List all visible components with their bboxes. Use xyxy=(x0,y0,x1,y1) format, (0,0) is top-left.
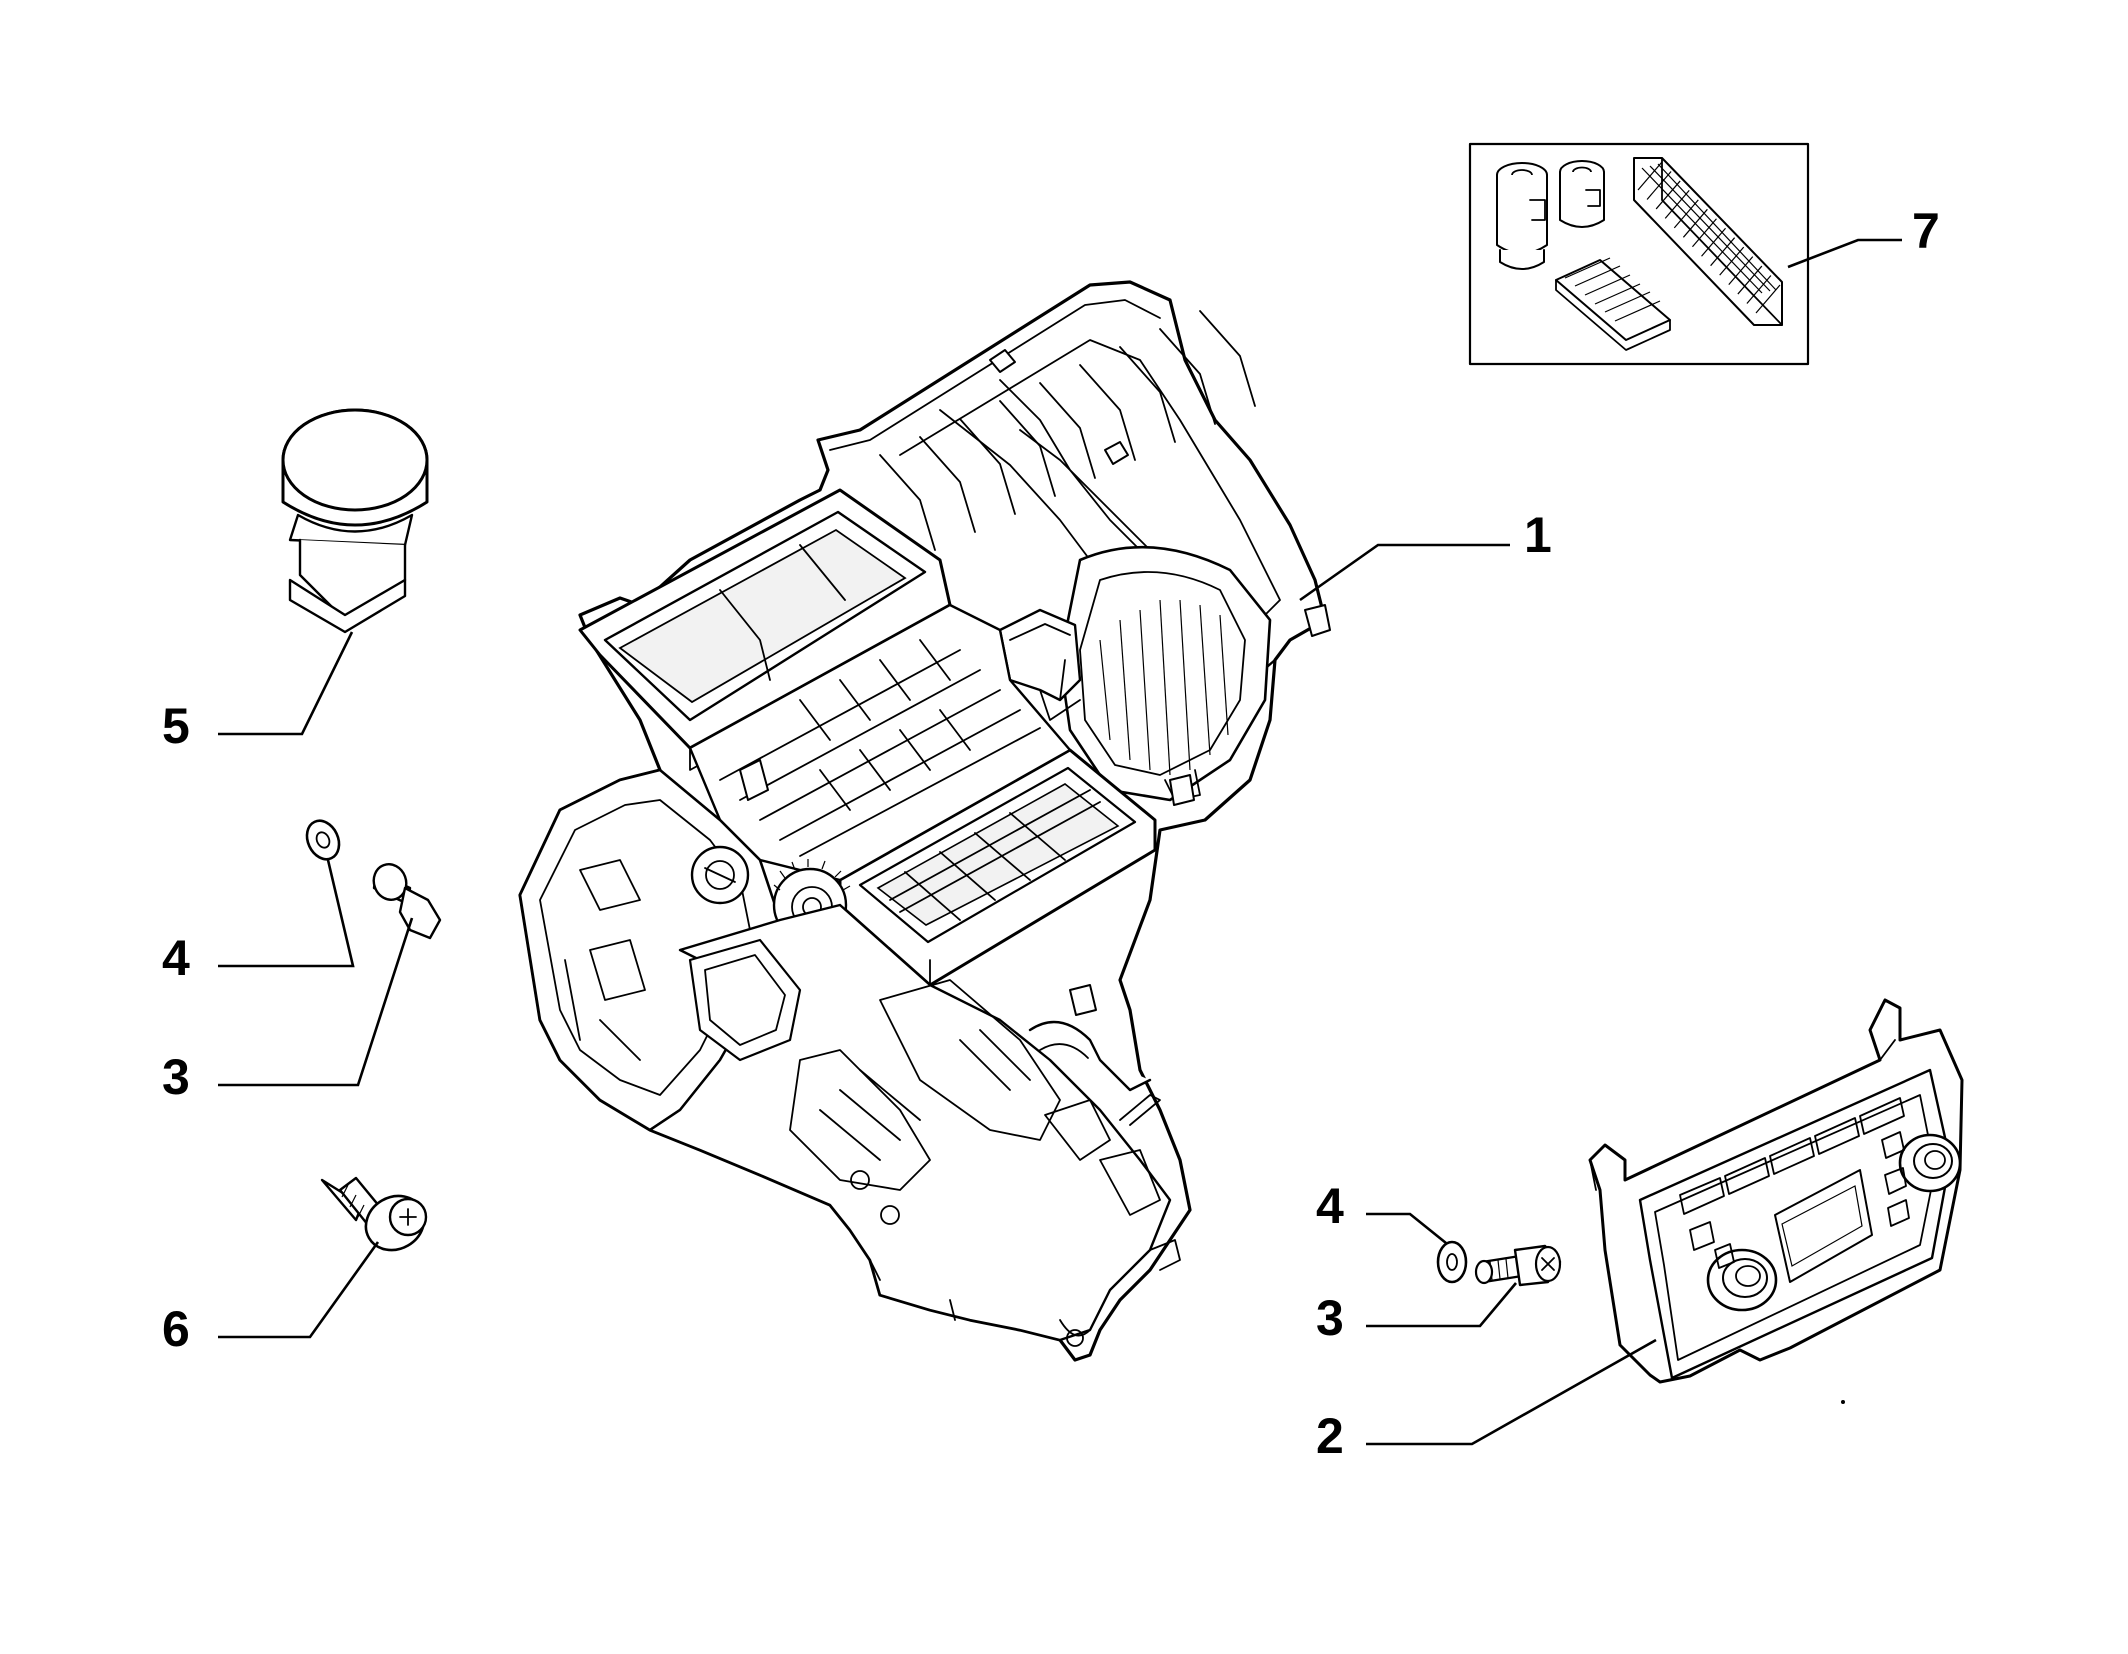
washer-left[interactable] xyxy=(301,816,345,865)
washer-right[interactable] xyxy=(1436,1240,1468,1284)
stray-dot xyxy=(1841,1400,1845,1404)
defrost-duct xyxy=(578,488,952,771)
callout-5: 5 xyxy=(162,698,190,754)
cabin-filter-icon xyxy=(1555,257,1671,351)
temperature-knob-right[interactable] xyxy=(1898,1133,1962,1193)
hvac-unit[interactable] xyxy=(518,280,1331,1362)
leader-7 xyxy=(1787,238,1902,269)
leader-3-right xyxy=(1366,1282,1517,1328)
callout-3-right: 3 xyxy=(1316,1290,1344,1346)
callout-7: 7 xyxy=(1912,203,1940,259)
filter-kit[interactable] xyxy=(1468,142,1810,366)
temperature-knob-left[interactable] xyxy=(1706,1248,1778,1312)
fuel-filter-icon xyxy=(1559,160,1605,228)
callout-4-right: 4 xyxy=(1316,1178,1344,1234)
face-vent-outlet xyxy=(838,748,1157,987)
oil-filter-icon xyxy=(1496,162,1548,270)
leader-5 xyxy=(218,631,354,736)
bolt-left[interactable] xyxy=(369,860,442,940)
leader-4-left xyxy=(218,859,355,968)
leader-1 xyxy=(1299,543,1510,602)
screw[interactable] xyxy=(320,1176,434,1261)
callout-1: 1 xyxy=(1524,507,1552,563)
callout-4-left: 4 xyxy=(162,930,190,986)
blower-motor xyxy=(1058,545,1272,802)
lower-housing xyxy=(648,903,1181,1347)
filter-kit-frame xyxy=(1468,142,1810,366)
callout-6: 6 xyxy=(162,1301,190,1357)
electrical-connector xyxy=(998,608,1082,721)
leader-2 xyxy=(1366,1338,1657,1446)
leader-lines xyxy=(218,238,1902,1446)
air-filter-icon xyxy=(1633,157,1783,326)
callout-3-left: 3 xyxy=(162,1049,190,1105)
bolt-right[interactable] xyxy=(1474,1244,1562,1287)
heater-core-housing xyxy=(688,603,1072,882)
actuator[interactable] xyxy=(281,408,429,634)
callout-2: 2 xyxy=(1316,1408,1344,1464)
leader-6 xyxy=(218,1241,380,1339)
mounting-tabs xyxy=(739,349,1331,1016)
leader-3-left xyxy=(218,917,414,1087)
climate-control-panel[interactable] xyxy=(1588,998,1964,1384)
callout-labels: 1 2 3 3 4 4 5 6 7 xyxy=(162,203,1940,1464)
leader-4-right xyxy=(1366,1212,1447,1245)
